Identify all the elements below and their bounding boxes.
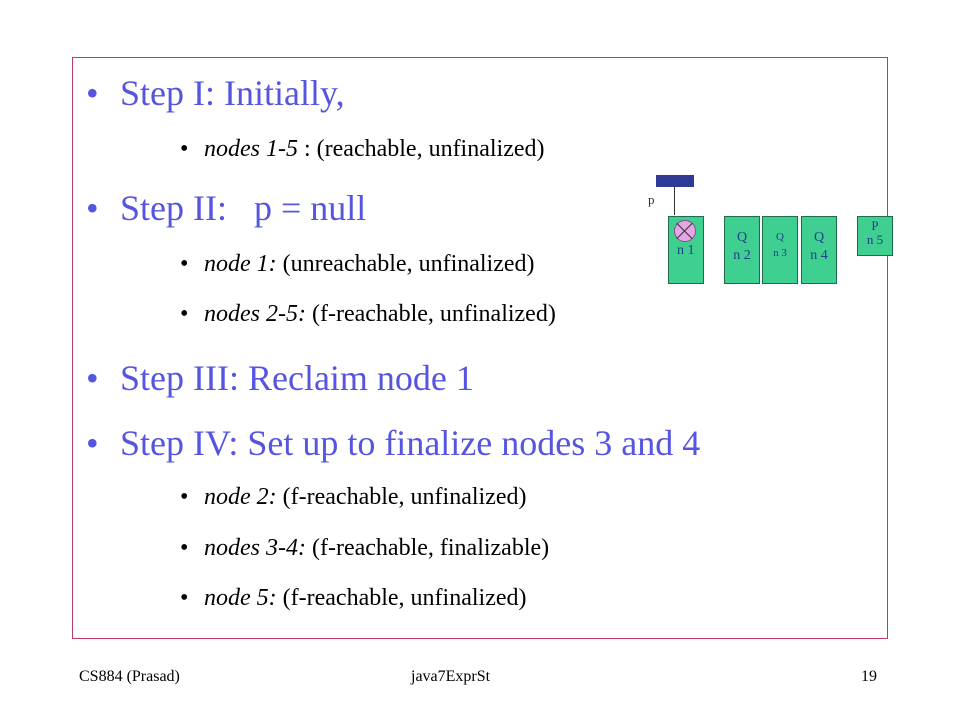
- footer-title: java7ExprSt: [411, 668, 491, 685]
- bullet: •: [180, 535, 189, 561]
- step-2-detail-a-key: node 1:: [204, 251, 277, 277]
- bullet: •: [180, 484, 189, 510]
- step-2-detail-a-value: (unreachable, unfinalized): [276, 251, 535, 277]
- node-1-label: n 1: [677, 243, 695, 258]
- step-4-detail-a-key: node 2:: [204, 484, 277, 510]
- node-2-mark: Q: [736, 230, 748, 245]
- node-3: Q n 3: [762, 216, 798, 284]
- node-5-label: n 5: [866, 232, 884, 247]
- step-1-text: Step I: Initially,: [120, 73, 345, 113]
- bullet: •: [180, 301, 189, 327]
- pointer-box: [656, 175, 694, 187]
- node-4-mark: Q: [813, 230, 825, 245]
- step-2-detail-b-key: nodes 2-5:: [204, 301, 306, 327]
- bullet: •: [86, 188, 99, 228]
- step-4-detail-c-value: (f-reachable, unfinalized): [276, 585, 527, 611]
- node-5-mark: P: [871, 218, 879, 233]
- footer-author: CS884 (Prasad): [79, 668, 180, 685]
- step-4-detail-b-value: (f-reachable, finalizable): [305, 535, 550, 561]
- step-4-detail-c-key: node 5:: [204, 585, 277, 611]
- bullet: •: [86, 73, 99, 113]
- bullet: •: [180, 251, 189, 277]
- node-2-label: n 2: [733, 248, 751, 263]
- node-5: P n 5: [857, 216, 893, 256]
- reclaimed-cross-icon: [674, 220, 696, 242]
- bullet: •: [86, 358, 99, 398]
- bullet: •: [86, 423, 99, 463]
- pointer-arrow: [674, 187, 675, 215]
- step-4-detail-a-value: (f-reachable, unfinalized): [276, 484, 527, 510]
- step-4-text: Step IV: Set up to finalize nodes 3 and …: [120, 423, 701, 463]
- slide-frame: [72, 57, 888, 639]
- step-2-detail-b-value: (f-reachable, unfinalized): [305, 301, 556, 327]
- step-3-text: Step III: Reclaim node 1: [120, 358, 474, 398]
- bullet: •: [180, 585, 189, 611]
- node-4-label: n 4: [810, 248, 828, 263]
- step-1-detail-value: : (reachable, unfinalized): [297, 136, 545, 162]
- node-4: Q n 4: [801, 216, 837, 284]
- step-2-text: Step II: p = null: [120, 188, 367, 228]
- bullet: •: [180, 136, 189, 162]
- step-4-detail-b-key: nodes 3-4:: [204, 535, 306, 561]
- footer-page-number: 19: [861, 668, 877, 685]
- node-3-label: n 3: [773, 247, 787, 259]
- node-2: Q n 2: [724, 216, 760, 284]
- node-3-mark: Q: [776, 231, 784, 243]
- step-1-detail-key: nodes 1-5: [204, 136, 298, 162]
- pointer-label: p: [648, 192, 655, 207]
